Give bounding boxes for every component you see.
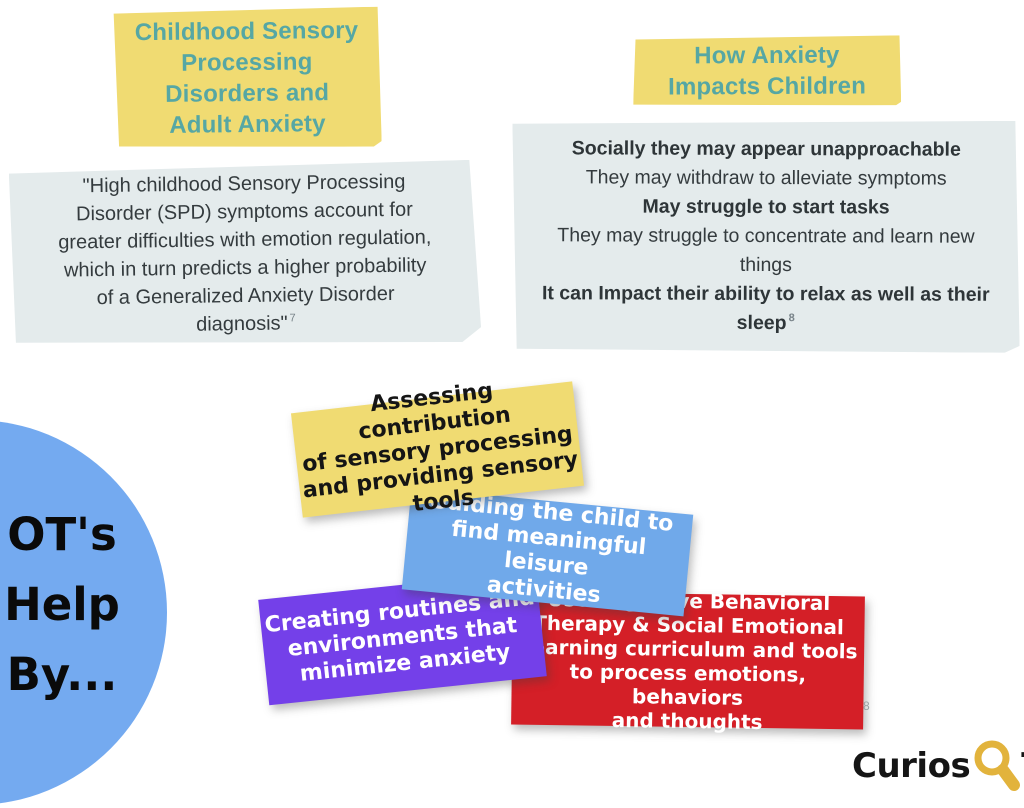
anxiety-impacts-box: Socially they may appear unapproachable … <box>512 119 1021 353</box>
headline-childhood-spd: Childhood Sensory Processing Disorders a… <box>112 7 381 150</box>
spd-quote-text: "High childhood Sensory Processing Disor… <box>58 170 432 336</box>
impact-item: May struggle to start tasks <box>642 195 890 218</box>
citation-7: 7 <box>289 312 296 325</box>
impact-item: They may withdraw to alleviate symptoms <box>585 165 947 190</box>
headline-anxiety-impacts: How Anxiety Impacts Children <box>633 35 901 106</box>
strategy-cbt-sel: Use Cognitive Behavioral Therapy & Socia… <box>511 587 865 734</box>
ots-help-by-label: OT's Help By... <box>4 508 120 701</box>
spd-quote-box: "High childhood Sensory Processing Disor… <box>9 160 481 349</box>
citation-8: 8 <box>788 312 795 325</box>
magnifying-glass-icon <box>974 740 1021 791</box>
logo-text-prefix: Curios <box>852 746 971 786</box>
logo-text-suffix: T <box>1021 746 1024 786</box>
curios-ot-logo: Curios T <box>852 737 1024 795</box>
impact-item: Socially they may appear unapproachable <box>571 136 961 161</box>
impact-item: It can Impact their ability to relax as … <box>541 281 990 334</box>
citation-8-footnote: 8 <box>863 699 870 713</box>
strategy-assessing-sensory: Assessing contribution of sensory proces… <box>290 378 585 518</box>
impact-item: They may struggle to concentrate and lea… <box>557 223 975 276</box>
